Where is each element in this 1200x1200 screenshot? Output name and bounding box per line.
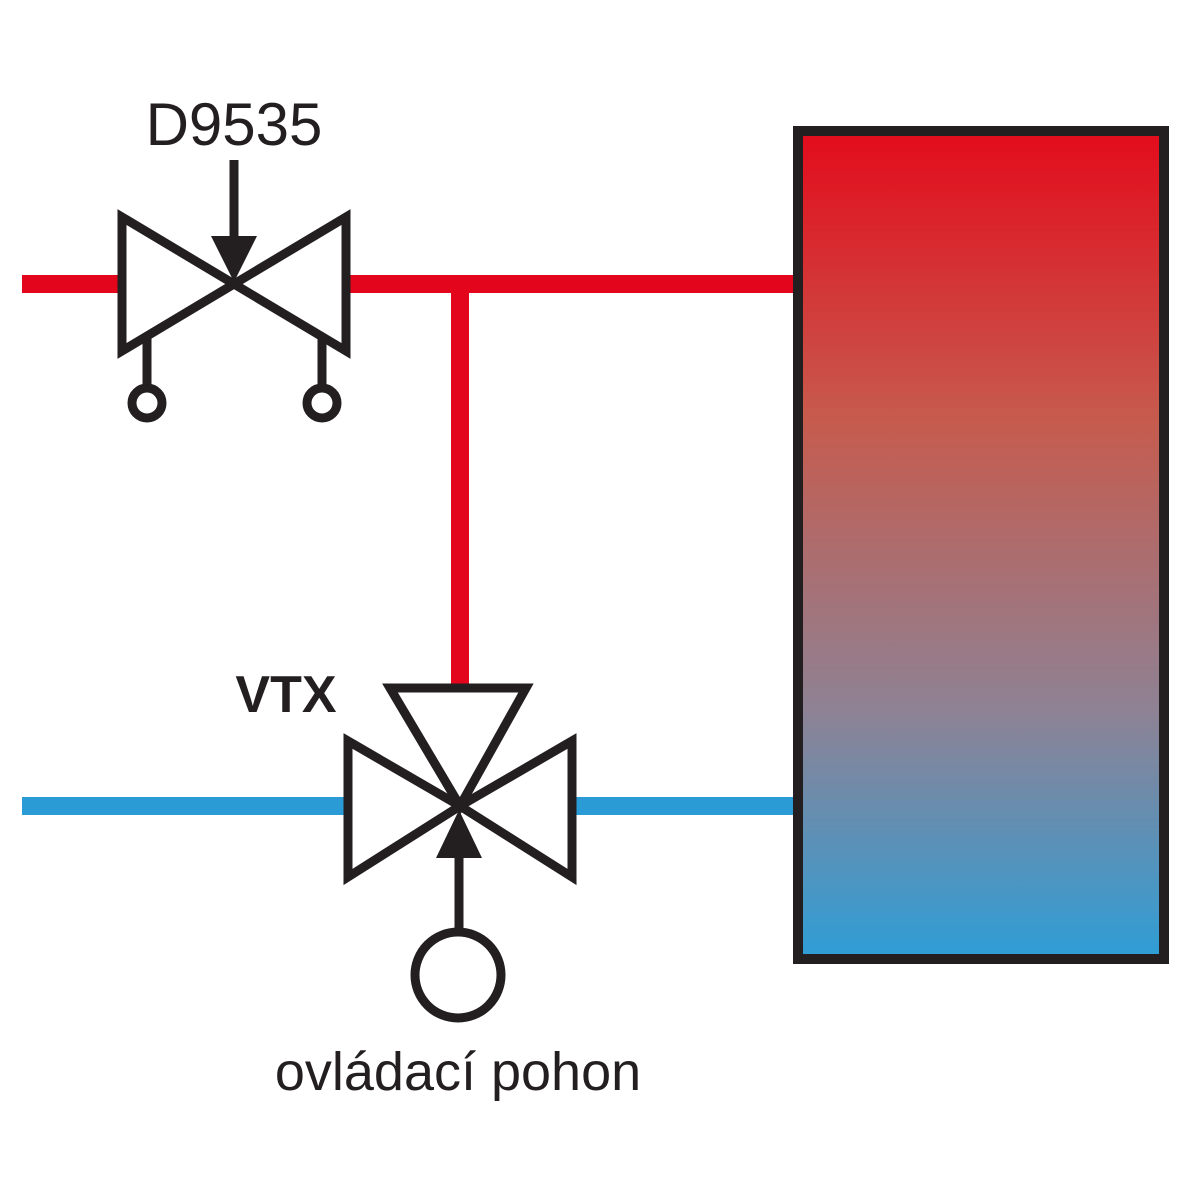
valve-right-port-icon bbox=[302, 383, 342, 423]
valve-left-wedge bbox=[117, 209, 243, 359]
three-way-valve-vtx bbox=[343, 683, 577, 886]
valve-left-wedge bbox=[343, 733, 469, 886]
hot-pipe-bypass bbox=[451, 284, 469, 688]
cold-pipes bbox=[22, 797, 798, 815]
hot-pipe-to-tank bbox=[346, 275, 798, 293]
lower-valve-label: VTX bbox=[235, 666, 336, 724]
cold-pipe-to-tank bbox=[572, 797, 798, 815]
actuator-label: ovládací pohon bbox=[275, 1042, 641, 1102]
down-arrow-icon bbox=[211, 160, 257, 282]
valve-top-wedge bbox=[382, 683, 534, 816]
hot-pipes bbox=[22, 275, 798, 688]
valve-right-wedge bbox=[225, 209, 351, 359]
actuator-icon bbox=[410, 927, 506, 1023]
hot-pipe-inlet bbox=[22, 275, 122, 293]
cold-pipe-inlet bbox=[22, 797, 348, 815]
upper-valve-label: D9535 bbox=[146, 91, 323, 158]
up-arrow-icon bbox=[436, 810, 482, 930]
storage-tank bbox=[793, 126, 1169, 964]
valve-right-wedge bbox=[451, 733, 577, 886]
valve-left-port-icon bbox=[127, 383, 167, 423]
two-way-valve-d9535 bbox=[117, 209, 351, 423]
